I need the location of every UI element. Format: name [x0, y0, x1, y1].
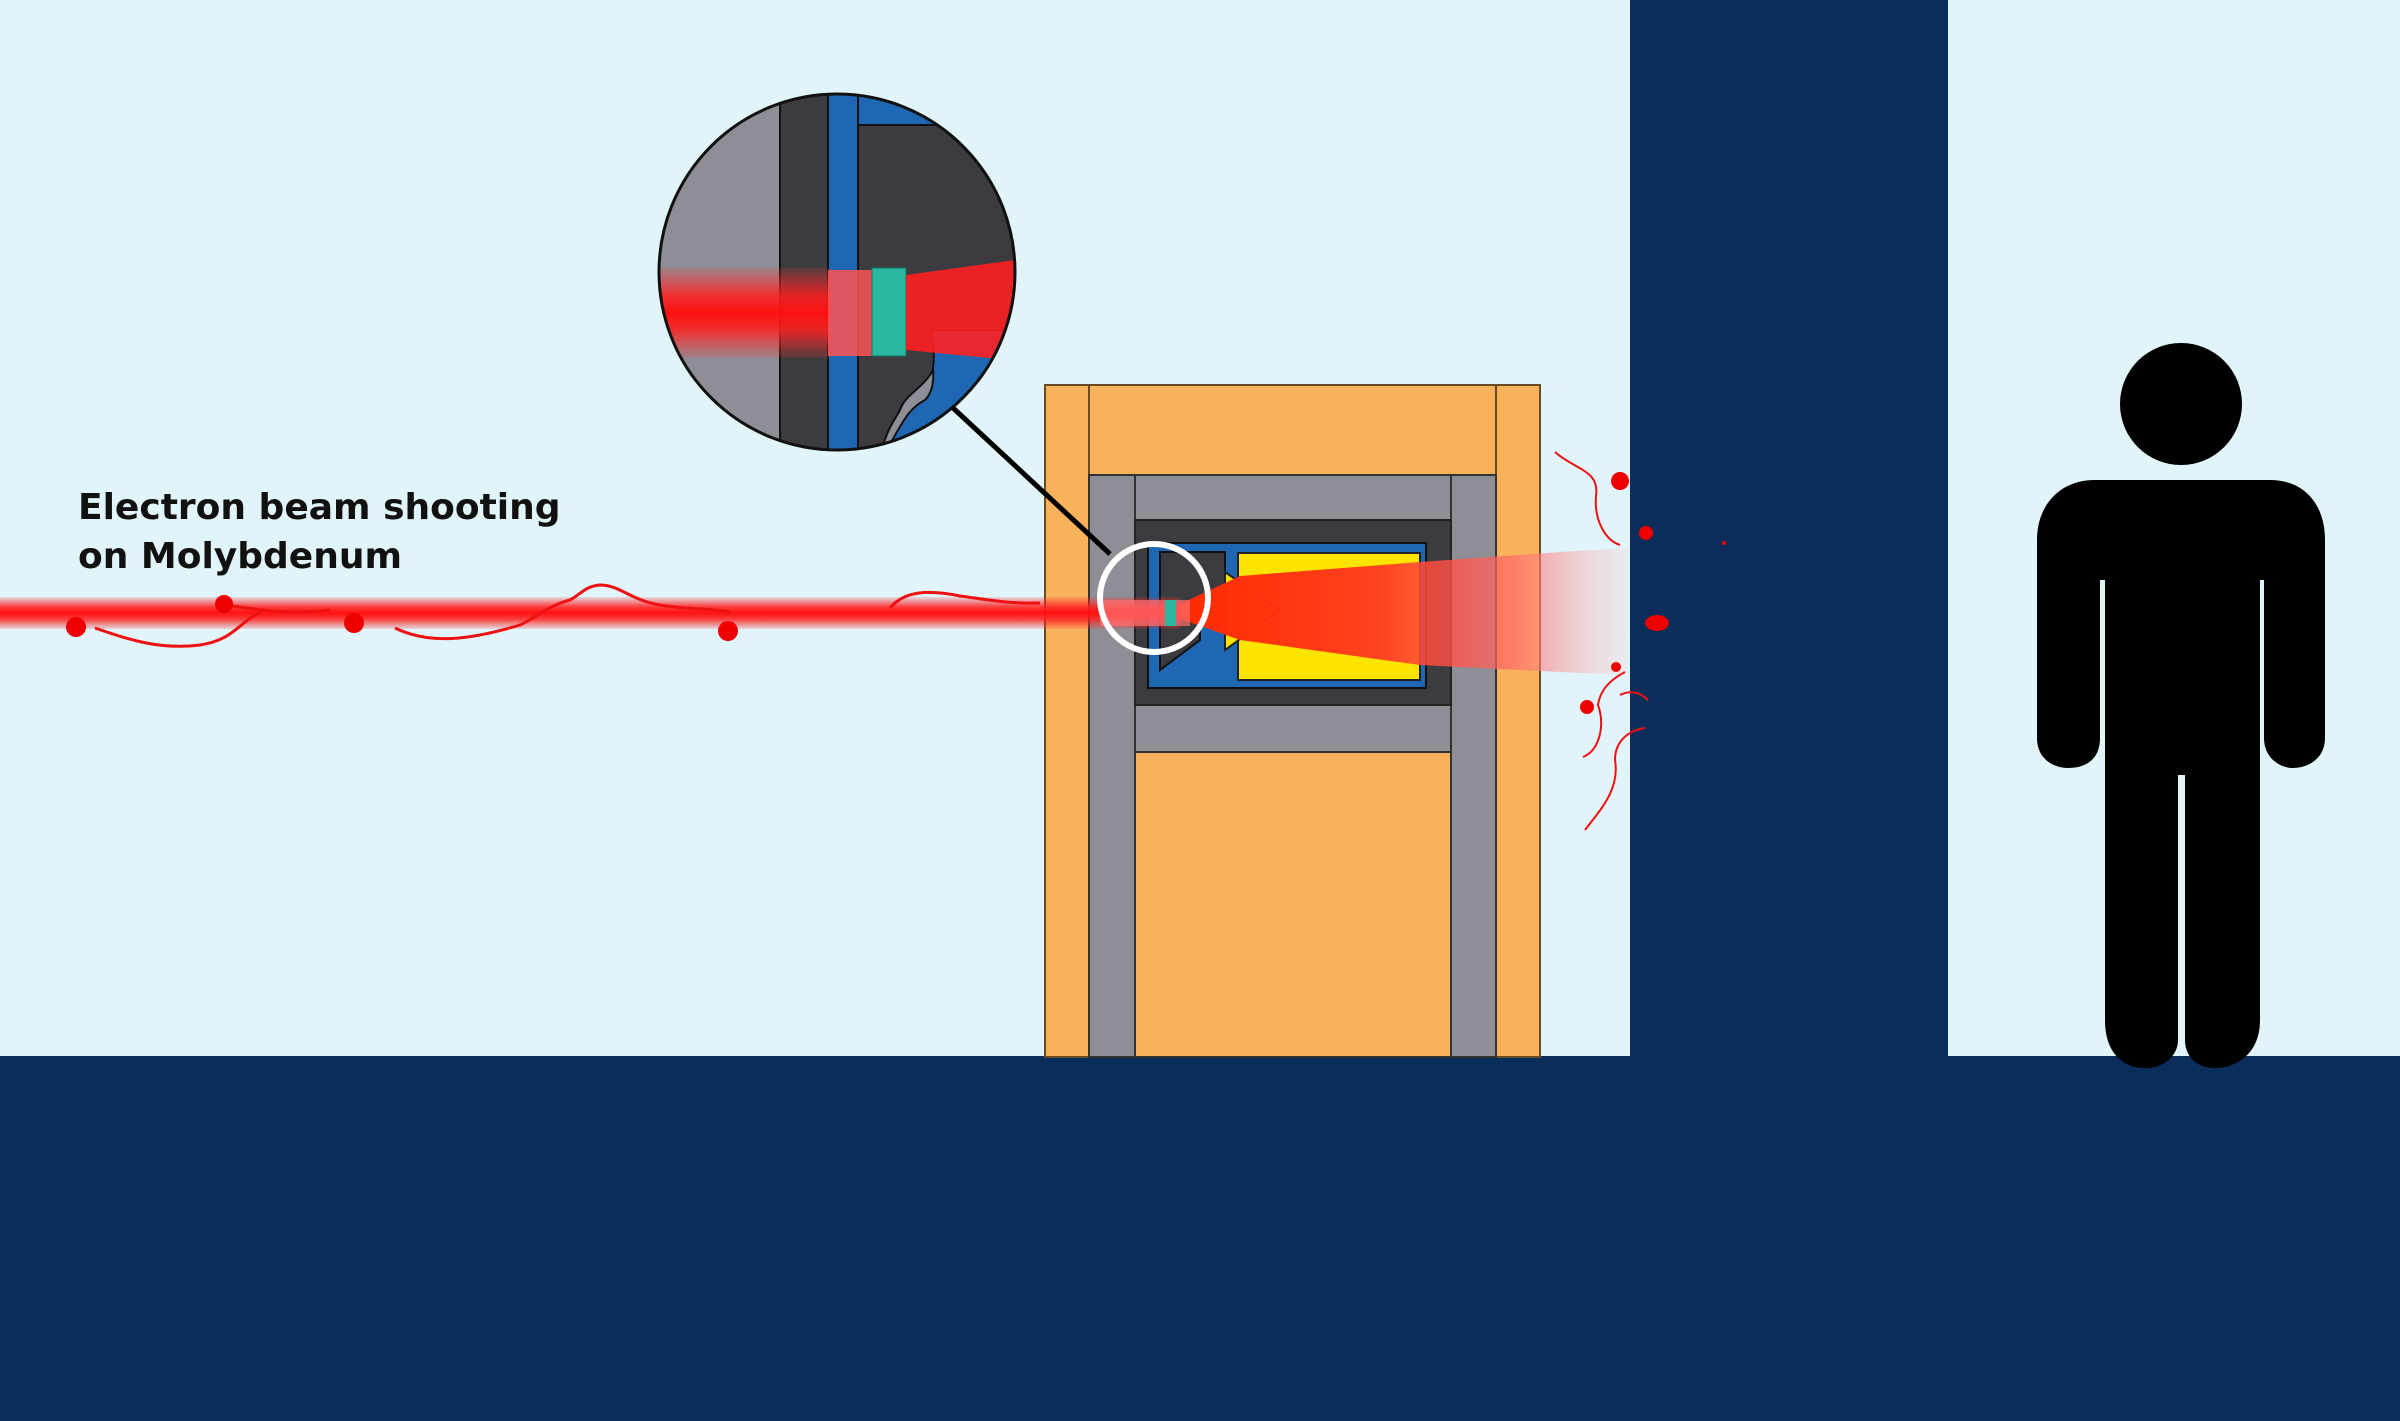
shielding-wall: [1630, 0, 1948, 1060]
electron-dot: [344, 613, 364, 633]
magnified-view: [659, 94, 1015, 450]
electron-dot: [66, 617, 86, 637]
person-silhouette-icon: [2037, 343, 2325, 1068]
magnifier-frame: [657, 92, 1017, 452]
scatter-particles: [1554, 451, 1726, 831]
magnifier-connector: [950, 405, 1112, 556]
machine-housing: [1044, 384, 1541, 1058]
radiation-cone: [1178, 548, 1628, 675]
floor: [0, 1056, 2400, 1421]
zoom-circle-icon: [1097, 541, 1211, 655]
electron-dot: [215, 595, 233, 613]
electron-beam: [0, 583, 1190, 648]
caption-line-1: Electron beam shooting: [78, 487, 561, 528]
molybdenum-target: [1165, 600, 1176, 626]
electron-dot: [718, 621, 738, 641]
caption-line-2: on Molybdenum: [78, 536, 402, 577]
